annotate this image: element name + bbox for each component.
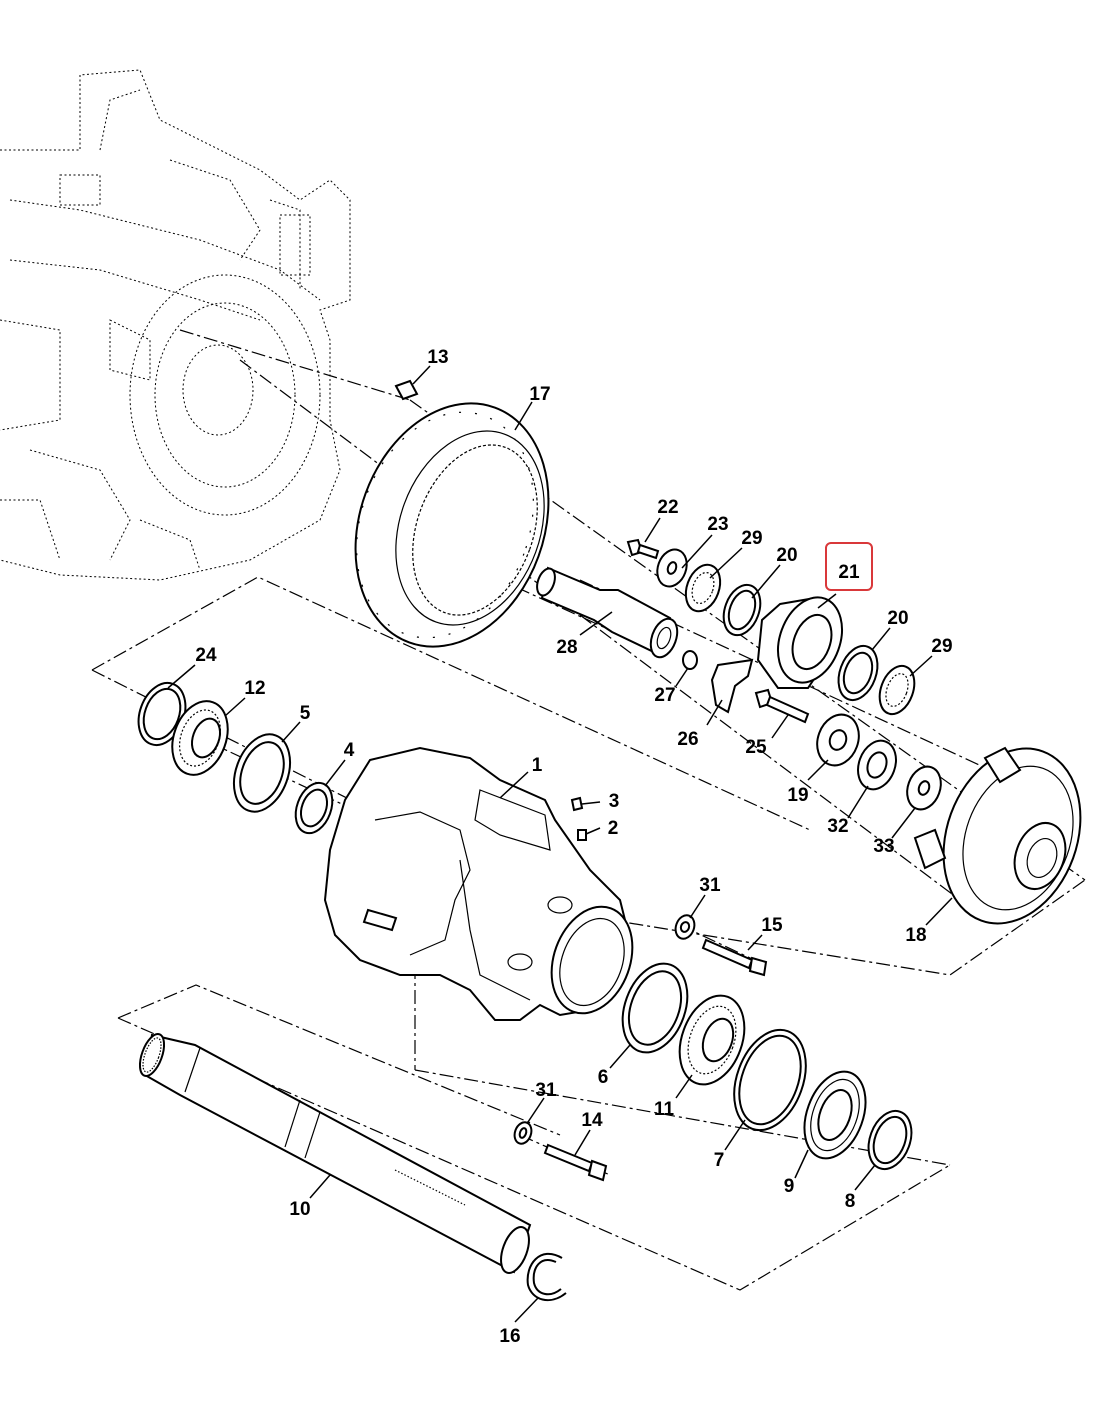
part-18-hub [913, 746, 1082, 925]
callout-6: 6 [598, 1067, 609, 1088]
part-1-axle-housing [323, 746, 634, 1021]
part-6-race [621, 962, 689, 1054]
part-21-planet-gear [756, 596, 843, 689]
part-29-bearing-lower [878, 664, 916, 716]
part-9-seal [803, 1070, 867, 1160]
callout-29-upper: 29 [741, 528, 762, 549]
callout-16: 16 [499, 1326, 520, 1347]
callout-24: 24 [195, 645, 217, 666]
part-12-bearing [171, 700, 229, 776]
part-31-washer-upper [674, 914, 696, 940]
callout-25: 25 [745, 737, 767, 758]
callout-labels: 13 17 22 23 29 20 21 20 29 28 27 26 25 1… [195, 347, 952, 1347]
callout-2: 2 [608, 818, 619, 839]
part-25-bolt [754, 688, 810, 724]
callout-1: 1 [532, 755, 543, 776]
part-8-ring [867, 1109, 913, 1171]
part-23-washer [656, 548, 688, 588]
callout-21: 21 [838, 562, 860, 583]
part-7-o-ring [733, 1028, 807, 1132]
part-32-washer [857, 739, 897, 791]
callout-20-lower: 20 [887, 608, 908, 629]
callout-11: 11 [654, 1099, 675, 1120]
assembly-axes [91, 329, 1086, 1291]
callout-31-upper: 31 [699, 875, 721, 896]
part-10-axle-shaft [138, 1033, 532, 1274]
callout-32: 32 [827, 816, 848, 837]
callout-23: 23 [707, 514, 728, 535]
part-3-breather [570, 796, 584, 812]
callout-33: 33 [873, 836, 894, 857]
callout-4: 4 [344, 740, 355, 761]
callout-8: 8 [845, 1191, 856, 1212]
callout-19: 19 [787, 785, 808, 806]
part-24-o-ring [137, 682, 187, 746]
part-27-sleeve [682, 650, 698, 670]
callout-9: 9 [784, 1176, 795, 1197]
part-28-planet-shaft [536, 566, 679, 659]
part-5-race [232, 733, 292, 813]
part-20-race-upper [722, 583, 762, 637]
part-14-bolt [543, 1143, 608, 1182]
part-31-washer-lower [513, 1121, 533, 1145]
part-17-ring-gear [354, 402, 550, 648]
callout-5: 5 [300, 703, 311, 724]
part-33-shim [906, 765, 942, 811]
callout-12: 12 [244, 678, 265, 699]
callout-22: 22 [657, 497, 678, 518]
callout-17: 17 [529, 384, 550, 405]
part-2-fitting [577, 829, 587, 841]
callout-27: 27 [654, 685, 675, 706]
callout-29-lower: 29 [931, 636, 952, 657]
part-13-dowel-pin [394, 379, 419, 401]
part-19-washer [816, 713, 860, 767]
callout-7: 7 [714, 1150, 725, 1171]
callout-13: 13 [427, 347, 448, 368]
part-15-bolt [701, 938, 768, 977]
callout-28: 28 [556, 637, 577, 658]
part-22-bolt [626, 538, 660, 560]
callout-18: 18 [905, 925, 926, 946]
part-20-race-lower [837, 644, 879, 702]
callout-31-lower: 31 [535, 1080, 557, 1101]
part-26-retaining-plate [710, 658, 754, 714]
callout-20-upper: 20 [776, 545, 797, 566]
callout-10: 10 [289, 1199, 310, 1220]
part-4-seal [294, 781, 334, 835]
part-16-snap-ring [526, 1252, 567, 1302]
callout-3: 3 [609, 791, 620, 812]
leader-lines [167, 365, 953, 1323]
callout-26: 26 [677, 729, 698, 750]
callout-14: 14 [581, 1110, 603, 1131]
callout-15: 15 [761, 915, 783, 936]
callout-21-highlight-frame [825, 542, 873, 591]
part-11-bearing [678, 994, 746, 1086]
transmission-housing-phantom [0, 69, 351, 581]
